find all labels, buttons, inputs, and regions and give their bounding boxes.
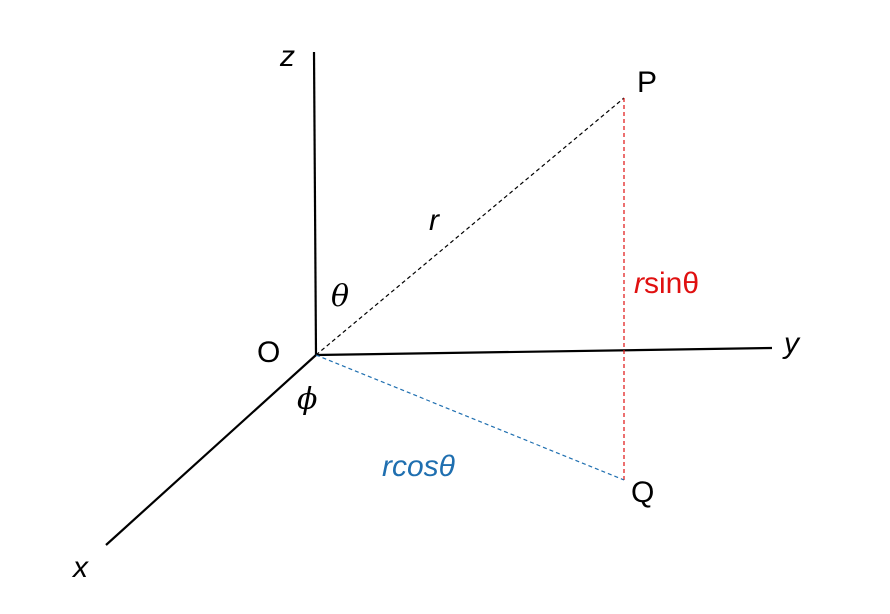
oq-segment <box>315 354 625 481</box>
y-axis-label: y <box>782 327 801 360</box>
phi-label: ϕ <box>297 382 317 417</box>
z-axis-label: z <box>279 40 295 73</box>
y-axis <box>315 346 773 357</box>
z-axis <box>312 51 318 356</box>
rsin-r: r <box>634 267 645 300</box>
rcos-label: rcosθ <box>382 450 456 483</box>
x-axis-label: x <box>71 551 89 584</box>
origin-label: O <box>257 336 280 369</box>
rsin-label: rsinθ <box>634 267 699 300</box>
point-p-label: P <box>637 66 657 99</box>
point-q-label: Q <box>631 476 654 509</box>
theta-label: θ <box>331 279 349 314</box>
op-segment <box>315 97 625 356</box>
r-label: r <box>429 204 440 237</box>
rsin-sin-theta: sinθ <box>644 267 699 300</box>
x-axis <box>105 354 317 546</box>
